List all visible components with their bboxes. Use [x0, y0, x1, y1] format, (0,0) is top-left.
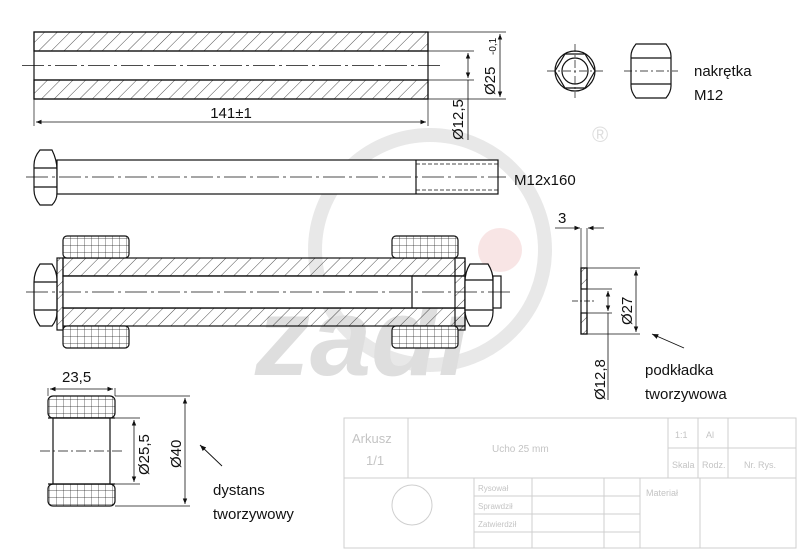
title-block-col3: Nr. Rys. — [744, 460, 776, 470]
spacer-leader-arrow — [199, 444, 223, 467]
washer-view — [555, 225, 640, 400]
title-block-col1: Skala — [672, 460, 695, 470]
sleeve-section — [22, 31, 506, 140]
spacer-label-line2: tworzywowy — [213, 506, 294, 523]
title-block-row3: Zatwierdził — [478, 520, 516, 529]
title-block-text: Arkusz 1/1 Ucho 25 mm Skala Rodz. Nr. Ry… — [352, 430, 776, 529]
title-block — [343, 417, 797, 549]
washer-label-line2: tworzywowa — [645, 386, 727, 403]
sleeve-inner-dim: Ø12,5 — [450, 99, 467, 140]
nut-label-line2: M12 — [694, 87, 723, 104]
title-block-row1: Rysował — [478, 484, 508, 493]
spacer-inner-dim: Ø25,5 — [136, 434, 153, 475]
title-block-title: Ucho 25 mm — [492, 444, 549, 455]
sleeve-outer-tolerance: -0,1 — [488, 37, 499, 55]
assembly-view — [26, 235, 510, 349]
spacer-width-dim: 23,5 — [62, 369, 91, 386]
registered-mark: ® — [592, 122, 608, 147]
washer-thickness-dim: 3 — [558, 210, 566, 227]
washer-inner-dim: Ø12,8 — [592, 359, 609, 400]
bolt-view — [26, 149, 506, 206]
spacer-label-line1: dystans — [213, 482, 265, 499]
nut-side-view — [624, 43, 678, 99]
washer-label-line1: podkładka — [645, 362, 714, 379]
title-block-row2: Sprawdził — [478, 502, 513, 511]
sheet-value: 1/1 — [366, 453, 384, 468]
nut-front-view — [547, 44, 603, 98]
washer-leader-arrow — [651, 333, 685, 349]
spacer-outer-dim: Ø40 — [168, 440, 185, 468]
sleeve-outer-dim: Ø25 — [482, 67, 499, 95]
title-block-material: Materiał — [646, 488, 678, 498]
title-block-col2: Rodz. — [702, 460, 726, 470]
nut-label-line1: nakrętka — [694, 63, 752, 80]
sheet-label: Arkusz — [352, 431, 392, 446]
spacer-view — [40, 386, 190, 507]
sleeve-length-dim: 141±1 — [210, 105, 252, 122]
bolt-label: M12x160 — [514, 172, 576, 189]
title-block-v1: 1:1 — [675, 430, 688, 440]
washer-outer-dim: Ø27 — [619, 297, 636, 325]
title-block-v2: Al — [706, 430, 714, 440]
